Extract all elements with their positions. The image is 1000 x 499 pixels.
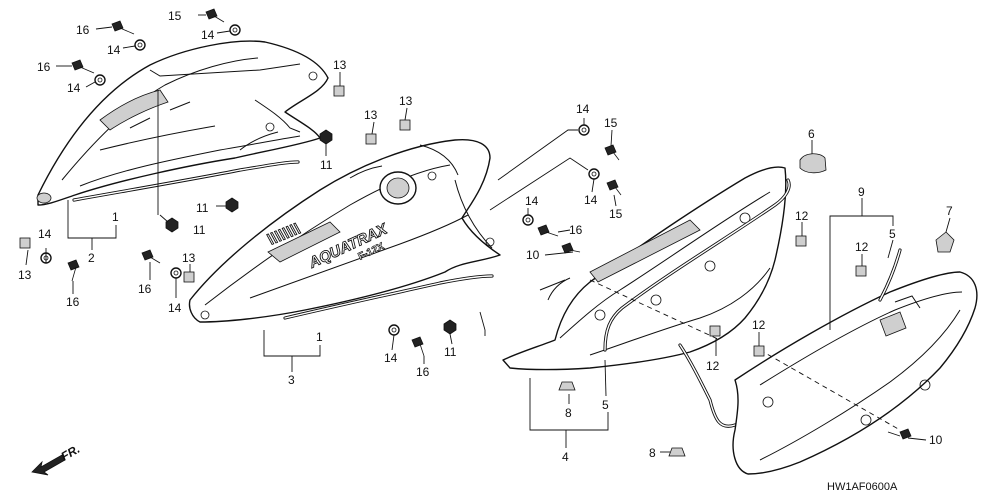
callout-13: 13 (364, 108, 378, 122)
callout-5: 5 (889, 227, 896, 241)
callout-14: 14 (201, 28, 215, 42)
callout-14: 14 (67, 81, 81, 95)
leader-lines (25, 14, 951, 453)
rubber-mount-icon (799, 153, 827, 174)
bolt-icon (411, 336, 425, 357)
side-cover-main: \\\\\\\\ AQUATRAX F-12X (188, 138, 501, 323)
clip-icon (795, 235, 807, 247)
callout-16: 16 (569, 223, 583, 237)
callout-5: 5 (602, 398, 609, 412)
callout-4: 4 (562, 450, 569, 464)
right-side-cover (732, 271, 978, 475)
bolt-icon (537, 224, 559, 237)
clip-icon (709, 325, 721, 337)
callout-16: 16 (37, 60, 51, 74)
callout-12: 12 (795, 209, 809, 223)
clip-icon (333, 85, 345, 97)
callout-12: 12 (706, 359, 720, 373)
rear-upper-cover (36, 40, 329, 206)
grommet-icon (668, 447, 686, 457)
callout-11: 11 (196, 201, 209, 215)
callout-13: 13 (182, 251, 196, 265)
callout-12: 12 (752, 318, 766, 332)
side-cover-seal (283, 274, 494, 320)
nut-icon (443, 319, 457, 335)
clip-icon (19, 237, 31, 249)
front-direction-indicator: FR. (31, 442, 82, 476)
callout-14: 14 (38, 227, 52, 241)
washer-icon (229, 24, 241, 36)
callout-8: 8 (565, 406, 572, 420)
callout-9: 9 (858, 185, 865, 199)
washer-icon (94, 74, 106, 86)
bolt-icon (67, 259, 80, 282)
callout-6: 6 (808, 127, 815, 141)
nut-icon (225, 197, 239, 213)
right-cover-seal (878, 248, 902, 302)
callout-1: 1 (112, 210, 119, 224)
callout-13: 13 (399, 94, 413, 108)
callout-10: 10 (929, 433, 943, 447)
callout-8: 8 (649, 446, 656, 460)
washer-icon (134, 39, 146, 51)
grommet-icon (558, 381, 576, 391)
callout-16: 16 (76, 23, 90, 37)
callout-13: 13 (18, 268, 32, 282)
callout-2: 2 (88, 251, 95, 265)
callout-1: 1 (316, 330, 323, 344)
bolt-icon (887, 428, 912, 440)
clip-icon (855, 265, 867, 277)
clip-icon (753, 345, 765, 357)
diagram-code: HW1AF0600A (827, 481, 898, 493)
callout-15: 15 (604, 116, 618, 130)
callout-15: 15 (168, 9, 182, 23)
bolt-icon (71, 59, 95, 74)
upper-cover-seal (72, 160, 300, 202)
callout-14: 14 (525, 194, 539, 208)
callout-10: 10 (526, 248, 540, 262)
callout-13: 13 (333, 58, 347, 72)
callout-14: 14 (168, 301, 182, 315)
callout-labels: 16 15 14 14 16 14 13 11 13 13 1 2 11 11 … (18, 9, 953, 464)
bolt-icon (604, 144, 620, 161)
callout-11: 11 (193, 223, 206, 237)
bolt-icon (561, 242, 581, 254)
bracket-icon (935, 231, 955, 253)
washer-icon (522, 214, 534, 226)
callout-14: 14 (584, 193, 598, 207)
direction-arrow-icon (31, 454, 66, 476)
callout-16: 16 (416, 365, 430, 379)
clip-icon (365, 133, 377, 145)
clip-icon (399, 119, 411, 131)
callout-11: 11 (444, 345, 457, 359)
washer-icon (388, 324, 400, 336)
callout-15: 15 (609, 207, 623, 221)
bolt-icon (205, 8, 225, 23)
callout-7: 7 (946, 204, 953, 218)
washer-icon (578, 124, 590, 136)
bolt-icon (111, 20, 135, 35)
callout-14: 14 (107, 43, 121, 57)
callout-14: 14 (384, 351, 398, 365)
clip-icon (183, 271, 195, 283)
nut-icon (319, 129, 333, 145)
washer-icon (588, 168, 600, 180)
callout-12: 12 (855, 240, 869, 254)
callout-11: 11 (320, 158, 333, 172)
washer-icon (170, 267, 182, 279)
nut-icon (165, 217, 179, 233)
callout-16: 16 (138, 282, 152, 296)
bolt-icon (141, 249, 161, 264)
callout-14: 14 (576, 102, 590, 116)
callout-16: 16 (66, 295, 80, 309)
lower-tray (502, 166, 787, 371)
bolt-icon (606, 179, 622, 196)
callout-3: 3 (288, 373, 295, 387)
